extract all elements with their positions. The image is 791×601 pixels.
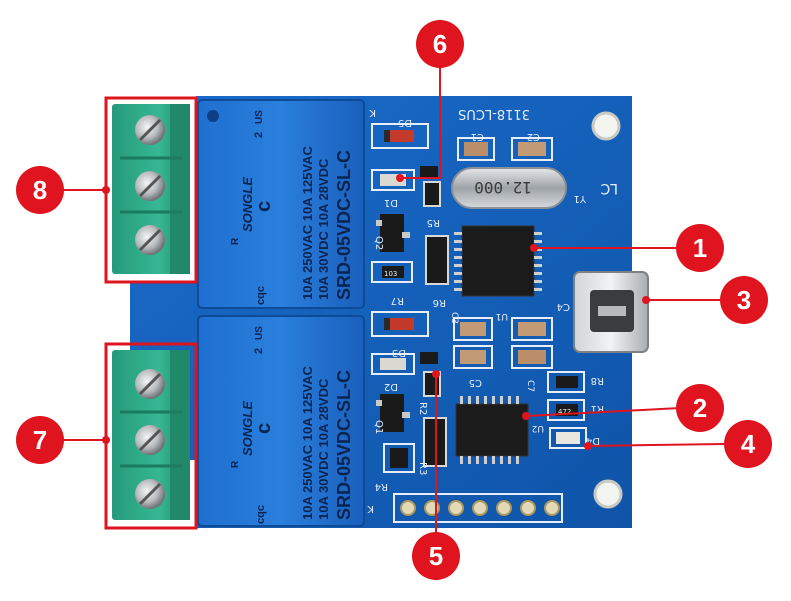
callout-2: 2 (676, 384, 724, 432)
relay-top-mark-c: c (253, 201, 275, 212)
relay-bottom-rating-dc: 10A 30VDC 10A 28VDC (316, 378, 331, 520)
callout-5-number: 5 (429, 541, 443, 571)
relay-top-mark-ru: R (230, 237, 241, 245)
capacitor-c2 (511, 137, 553, 161)
relay-bottom-brand: SONGLE (240, 401, 255, 456)
capacitor-c5 (453, 345, 493, 369)
resistor-code-label-2: 472 (558, 408, 571, 416)
resistor-r5-block (425, 235, 449, 285)
label-r6: R6 (433, 297, 446, 308)
label-r2: R2 (417, 402, 428, 415)
terminal-block-top (112, 104, 190, 274)
chip-u2 (455, 396, 529, 464)
label-c7: C7 (525, 380, 535, 392)
label-d4: D4 (586, 435, 600, 446)
diode-d5 (371, 123, 429, 149)
leader-dots (102, 174, 650, 450)
silkscreen-labels: 3118-LCUS D5 C1 C2 Y1 LC D1 R5 Q2 R6 R7 … (367, 106, 618, 514)
relay-top-rating-dc: 10A 30VDC 10A 28VDC (316, 158, 331, 300)
label-d5: D5 (398, 117, 412, 128)
label-r7: R7 (391, 295, 404, 306)
label-r1: R1 (591, 403, 604, 414)
callout-8: 8 (16, 166, 64, 214)
callout-3: 3 (720, 276, 768, 324)
relay-bottom-mark-cqc: cqc (255, 505, 267, 524)
capacitor-c4 (511, 317, 553, 341)
led-d2-indicator (371, 353, 415, 375)
callout-4: 4 (724, 420, 772, 468)
capacitor-c1 (457, 137, 495, 161)
callout-1: 1 (676, 224, 724, 272)
callout-5: 5 (412, 532, 460, 580)
callout-8-number: 8 (33, 175, 47, 205)
label-q1: Q1 (373, 420, 384, 434)
callout-2-number: 2 (693, 393, 707, 423)
relay-top-brand: SONGLE (240, 177, 255, 232)
diode-d3 (371, 311, 429, 337)
resistor-code-label: 103 (384, 270, 397, 278)
label-q2: Q2 (373, 236, 384, 250)
relay-bottom-rating-ac: 10A 250VAC 10A 125VAC (300, 365, 315, 520)
callout-3-number: 3 (737, 285, 751, 315)
label-lc: LC (600, 180, 618, 196)
capacitor-c7 (511, 345, 553, 369)
resistor-small (420, 166, 441, 207)
label-c2: C2 (527, 131, 540, 142)
label-y1: Y1 (574, 193, 587, 204)
chip-u1 (454, 225, 542, 297)
relay-bottom-model: SRD-05VDC-SL-C (334, 370, 354, 520)
relay-bottom-mark-c: c (253, 423, 275, 434)
crystal-y1: 12.000 (451, 167, 567, 209)
header-pins (393, 493, 563, 523)
label-d2: D2 (384, 381, 398, 392)
led-d4 (549, 427, 587, 449)
diode-r4 (383, 443, 415, 473)
mount-hole-top (591, 111, 621, 141)
crystal-label: 12.000 (474, 178, 532, 197)
transistor-q2 (376, 214, 410, 252)
label-u2: U2 (532, 423, 544, 433)
relay-top: SONGLE R c 2 US cqc 10A 250VAC 10A 125VA… (197, 99, 365, 309)
relay-top-model: SRD-05VDC-SL-C (334, 150, 354, 300)
label-r5: R5 (427, 217, 440, 228)
diode-r7: 103 (371, 261, 413, 283)
label-r4: R4 (375, 481, 388, 492)
mount-hole-bottom (593, 479, 623, 509)
board-model-label: 3118-LCUS (458, 106, 530, 121)
relay-bottom-mark-two: 2 (253, 348, 265, 354)
label-k1: K (369, 107, 376, 118)
leader-lines (60, 64, 725, 532)
micro-usb-port (573, 271, 649, 353)
transistor-q1 (376, 394, 410, 432)
callout-1-number: 1 (693, 233, 707, 263)
label-c4: C4 (557, 301, 570, 312)
relay-bottom: SONGLE R c 2 US cqc 10A 250VAC 10A 125VA… (197, 315, 365, 527)
relay-top-rating-ac: 10A 250VAC 10A 125VAC (300, 145, 315, 300)
relay-top-mark-two: 2 (253, 132, 265, 138)
callout-6-number: 6 (433, 29, 447, 59)
label-c3: C3 (449, 312, 459, 324)
label-r8: R8 (591, 375, 604, 386)
callout-7-number: 7 (33, 425, 47, 455)
label-c5: C5 (469, 377, 482, 388)
resistor-r8 (547, 371, 585, 393)
label-k2: K (367, 503, 374, 514)
label-d1: D1 (384, 197, 398, 208)
relay-top-mark-us: US (254, 110, 265, 124)
terminal-block-bottom (112, 350, 190, 520)
relay-bottom-mark-ru: R (230, 460, 241, 468)
capacitor-c3 (453, 317, 493, 341)
callout-7: 7 (16, 416, 64, 464)
relay-top-mark-cqc: cqc (255, 286, 267, 305)
callout-6: 6 (416, 20, 464, 68)
callout-4-number: 4 (741, 429, 756, 459)
label-d3: D3 (392, 347, 406, 358)
label-u1: U1 (496, 311, 508, 321)
relay-bottom-mark-us: US (254, 326, 265, 340)
label-r3: R3 (417, 462, 428, 475)
label-c1: C1 (471, 131, 484, 142)
